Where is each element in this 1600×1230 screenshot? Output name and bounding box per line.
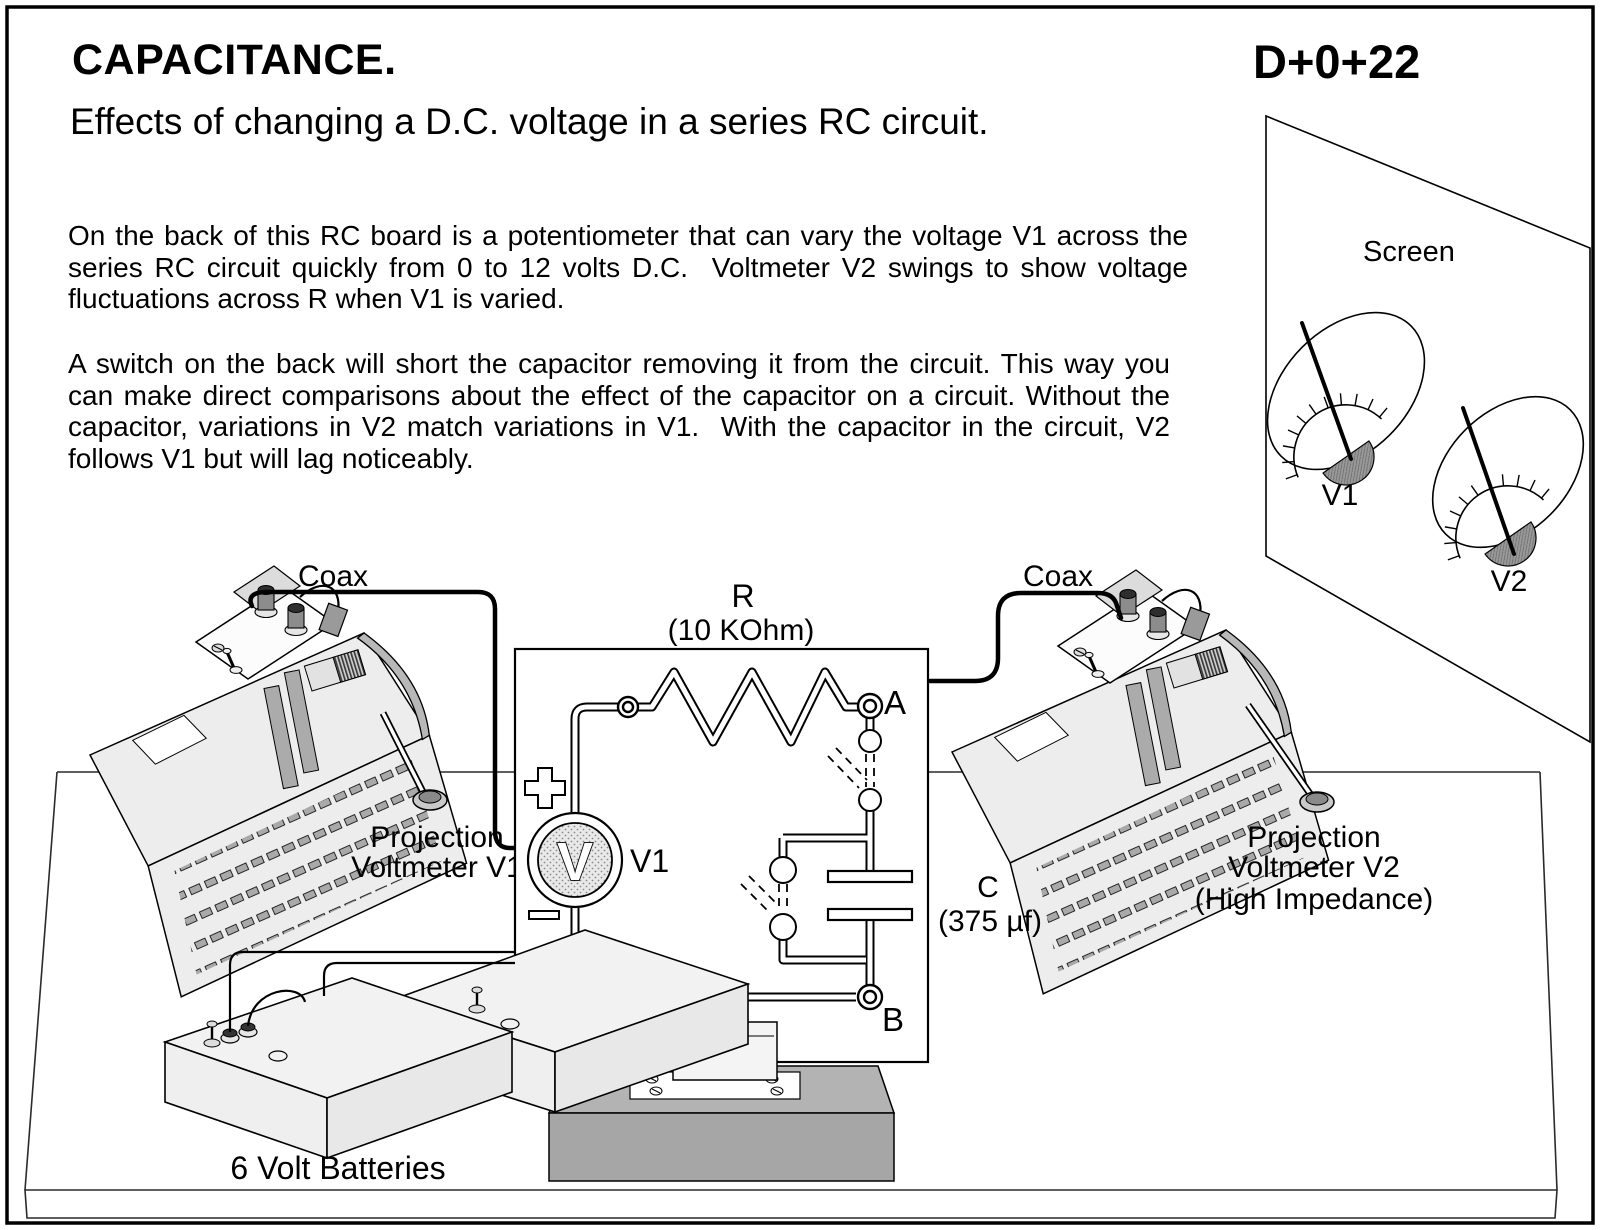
pv1-caption-line2: Voltmeter V1 [351,851,523,884]
paragraph-2: A switch on the back will short the capa… [68,348,1170,474]
battery-wires [228,950,515,1032]
resistor-label: R [731,578,754,614]
terminal-b-icon [856,983,884,1011]
terminal-a-icon [856,692,884,720]
vent-cap-icon [500,1018,520,1030]
vent-cap-icon [268,1050,288,1062]
meter-needle [1461,406,1516,556]
board-voltmeter-label: V1 [630,843,669,879]
capacitor-value: (375 µf) [938,905,1042,938]
pv2-caption-line3: (High Impedance) [1195,883,1433,916]
resistor-value: (10 KOhm) [668,614,815,647]
coax-right-label: Coax [1023,560,1093,593]
voltmeter-icon: V [526,811,624,909]
leg [379,711,448,811]
pv1-caption-line1: Projection [370,821,503,854]
battery-1 [162,977,515,1160]
capacitor-icon [826,869,914,922]
projection-voltmeter-v1: Projection Voltmeter V1 [75,564,523,998]
coax-left-label: Coax [298,560,368,593]
leg [1245,702,1335,813]
switch-capacitor-short-icon [740,856,797,941]
resistor-left-terminal-icon [616,695,640,719]
capacitor-label: C [977,871,999,904]
terminal-a-label: A [884,684,906,721]
page-subtitle: Effects of changing a D.C. voltage in a … [70,101,989,142]
screen-label: Screen [1363,236,1455,268]
demo-code: D+0+22 [1253,35,1421,88]
connector [1180,606,1211,642]
screen-meter-v2: V2 [1419,395,1585,598]
paragraph-1: On the back of this RC board is a potent… [68,220,1188,314]
batteries-caption: 6 Volt Batteries [230,1150,445,1186]
screen-meter-v2-label: V2 [1491,565,1528,598]
screen-meter-v1-label: V1 [1322,479,1359,512]
screen-meter-v1: V1 [1257,311,1426,517]
coax-cable-left [248,589,518,851]
meter-needle [1300,321,1353,461]
plus-sign-icon [524,767,566,809]
projection-screen: Screen V1 V2 [1257,114,1591,744]
voltmeter-letter: V [557,832,593,892]
page-title: CAPACITANCE. [72,36,397,84]
pv2-caption-line1: Projection [1247,821,1380,854]
connector [318,602,349,638]
pigtail-wire [1161,588,1202,617]
projection-voltmeter-v2: Projection Voltmeter V2 (High Impedance) [937,568,1433,995]
minus-sign-icon [528,910,560,920]
terminal-b-label: B [882,1001,904,1038]
coax-cable-right [927,590,1124,684]
pv2-caption-line2: Voltmeter V2 [1228,851,1400,884]
switch-series-icon [827,729,882,812]
